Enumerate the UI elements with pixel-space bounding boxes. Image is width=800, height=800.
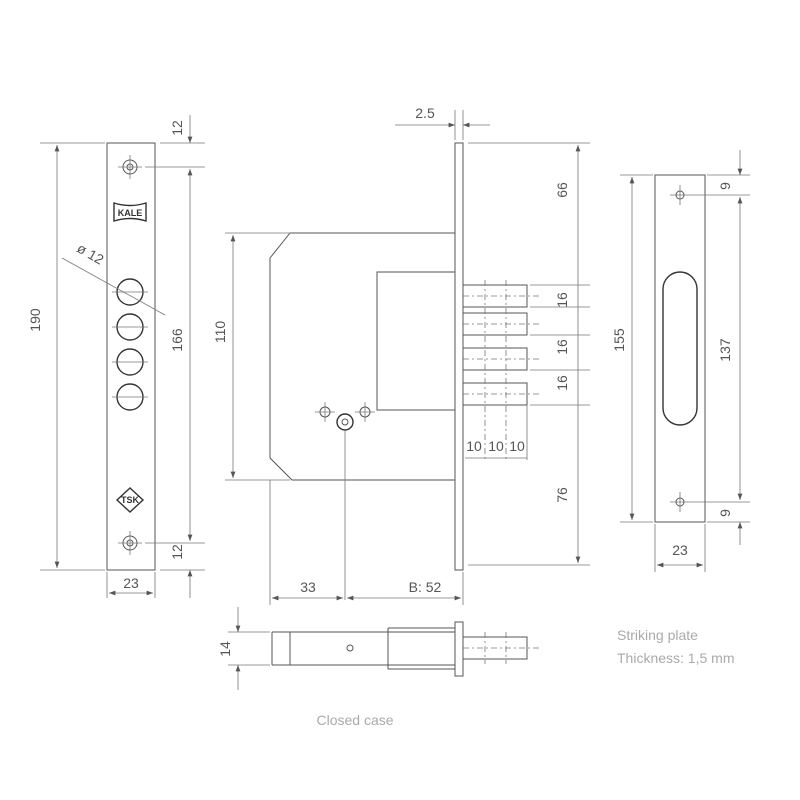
dim-bolt-pitch: 16 (554, 292, 570, 308)
dim-striking-width: 23 (672, 542, 688, 558)
dim-left: 33 (300, 579, 316, 595)
case-outline (271, 627, 455, 670)
striking-plate-outline (654, 174, 706, 523)
dim-hole-diameter: ø 12 (74, 240, 106, 268)
lock-faceplate (454, 142, 464, 571)
dim-faceplate-hole-span: 166 (169, 328, 185, 352)
dim-faceplate-top-offset: 12 (169, 120, 185, 136)
dim-bolt-step: 10 (509, 438, 525, 454)
dim-backset: B: 52 (409, 579, 442, 595)
dim-top: 66 (554, 182, 570, 198)
dim-bolt-pitch: 16 (554, 339, 570, 355)
lock-body-view: 2.5 110 66 16 16 16 76 10 10 10 33 B: 52 (212, 105, 590, 605)
dim-faceplate-height: 190 (27, 308, 43, 332)
striking-screw-top (670, 185, 750, 205)
screw-hole-bottom (118, 531, 142, 555)
dim-bolt-pitch: 16 (554, 375, 570, 391)
dim-body-height: 110 (212, 321, 228, 344)
dim-bottom: 76 (554, 487, 570, 503)
dim-faceplate-width: 23 (123, 575, 139, 591)
dim-striking-hole-span: 137 (717, 338, 733, 362)
striking-plate-note-title: Striking plate (617, 627, 698, 643)
kale-logo-text: KALE (118, 208, 143, 218)
case-hole (346, 644, 354, 652)
case-faceplate (454, 621, 464, 677)
tsk-logo: TSK (115, 487, 145, 513)
dim-case-thickness: 14 (217, 641, 233, 657)
dim-faceplate-bottom-offset: 12 (169, 544, 185, 560)
screw-hole-top (118, 155, 142, 179)
dim-faceplate-thickness: 2.5 (415, 105, 435, 121)
lock-case-outline (269, 232, 455, 481)
dim-striking-height: 155 (611, 328, 627, 352)
kale-logo: KALE (113, 202, 147, 222)
spindle-and-screws (315, 402, 375, 600)
bolt-slot (662, 271, 698, 426)
faceplate-outline (106, 142, 156, 571)
tsk-logo-text: TSK (121, 495, 140, 505)
closed-case-view: 14 Closed case (217, 607, 540, 728)
dim-bolt-step: 10 (488, 438, 504, 454)
dim-striking-top: 9 (717, 182, 733, 190)
dim-striking-bottom: 9 (717, 509, 733, 517)
bolts (462, 280, 540, 460)
closed-case-caption: Closed case (316, 712, 393, 728)
striking-plate-thickness-note: Thickness: 1,5 mm (617, 650, 734, 666)
bolt-carrier (376, 271, 455, 411)
cylinder-holes (112, 278, 148, 411)
faceplate-view: KALE TSK 190 12 (27, 115, 205, 598)
striking-plate-view: 155 9 137 9 23 Striking plate Thickness:… (611, 150, 750, 666)
dim-bolt-step: 10 (466, 438, 482, 454)
striking-screw-bottom (670, 492, 750, 512)
